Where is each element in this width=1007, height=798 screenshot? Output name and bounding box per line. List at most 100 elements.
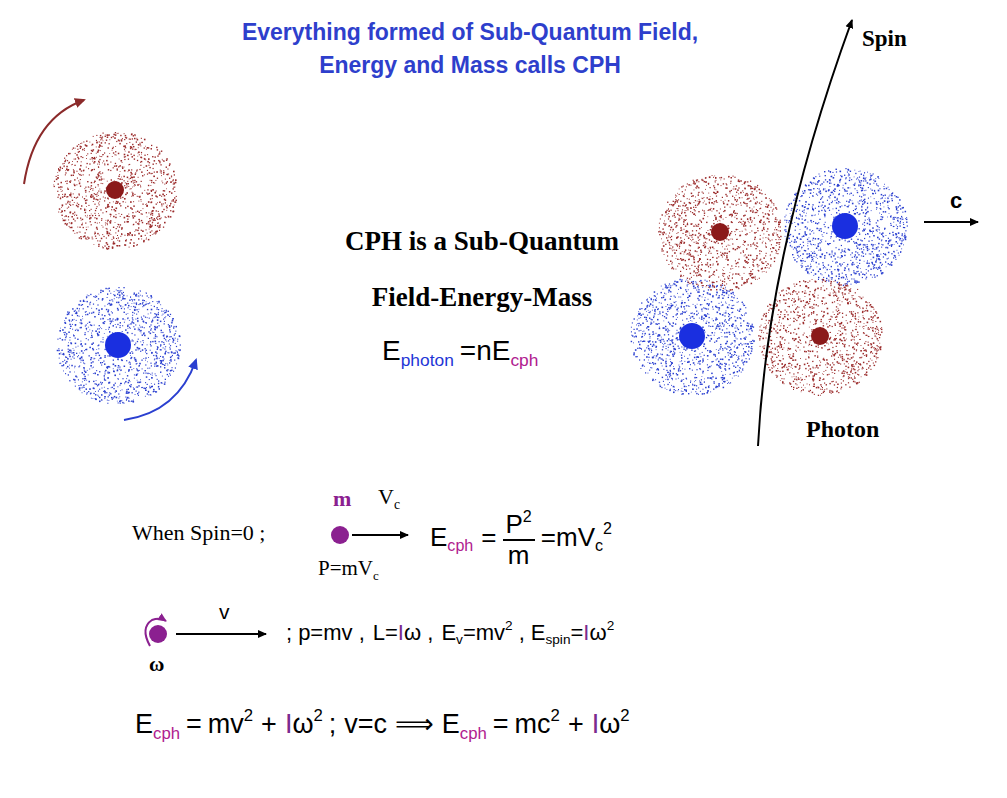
- field-dot: [80, 358, 81, 359]
- field-dot: [118, 287, 119, 288]
- field-dot: [94, 234, 95, 235]
- field-dot: [138, 224, 139, 225]
- field-dot: [128, 389, 129, 390]
- field-dot: [75, 310, 76, 311]
- field-dot: [138, 144, 139, 145]
- field-dot: [70, 194, 72, 196]
- field-dot: [150, 232, 151, 233]
- field-dot: [131, 154, 132, 155]
- field-dot: [96, 142, 98, 144]
- field-dot: [161, 361, 162, 362]
- field-dot: [93, 398, 94, 399]
- field-dot: [80, 327, 81, 328]
- field-dot: [113, 236, 114, 237]
- field-dot: [160, 366, 161, 367]
- field-dot: [143, 342, 144, 343]
- field-dot: [97, 223, 98, 224]
- field-dot: [162, 211, 164, 213]
- field-dot: [163, 360, 164, 361]
- field-dot: [108, 319, 109, 320]
- field-dot: [170, 348, 171, 349]
- field-dot: [164, 190, 165, 191]
- field-dot: [91, 145, 92, 146]
- field-dot: [120, 403, 121, 404]
- field-dot: [107, 230, 108, 231]
- field-dot: [102, 179, 103, 180]
- field-dot: [132, 333, 133, 334]
- field-dot: [175, 352, 176, 353]
- field-dot: [84, 380, 85, 381]
- field-dot: [74, 233, 75, 234]
- field-dot: [137, 156, 138, 157]
- field-dot: [92, 238, 93, 239]
- field-dot: [157, 202, 158, 203]
- field-dot: [100, 137, 101, 138]
- field-dot: [83, 227, 84, 228]
- field-dot: [149, 172, 151, 174]
- field-dot: [169, 336, 170, 337]
- field-dot: [74, 159, 75, 160]
- field-dot: [160, 372, 161, 373]
- field-dot: [94, 204, 95, 205]
- field-dot: [147, 189, 148, 190]
- field-dot: [69, 312, 70, 313]
- field-dot: [64, 163, 65, 164]
- field-dot: [163, 227, 164, 228]
- field-dot: [121, 229, 122, 230]
- field-dot: [75, 330, 76, 331]
- field-dot: [119, 178, 121, 180]
- field-dot: [69, 368, 70, 369]
- field-dot: [148, 314, 149, 315]
- field-dot: [133, 242, 134, 243]
- field-dot: [131, 384, 132, 385]
- field-dot: [103, 337, 104, 338]
- field-dot: [66, 224, 68, 226]
- field-dot: [128, 169, 130, 171]
- field-dot: [107, 304, 108, 305]
- field-dot: [66, 361, 68, 363]
- field-dot: [129, 142, 130, 143]
- field-dot: [77, 149, 78, 150]
- field-dot: [128, 216, 129, 217]
- field-dot: [118, 153, 120, 155]
- field-dot: [91, 153, 92, 154]
- field-dot: [101, 191, 102, 192]
- field-dot: [134, 194, 135, 195]
- field-dot: [81, 238, 82, 239]
- field-dot: [146, 205, 148, 207]
- field-dot: [139, 212, 140, 213]
- field-dot: [96, 227, 97, 228]
- field-dot: [73, 335, 75, 337]
- field-dot: [127, 206, 128, 207]
- field-dot: [131, 208, 133, 210]
- field-dot: [146, 239, 147, 240]
- field-dot: [151, 213, 152, 214]
- field-dot: [128, 151, 130, 153]
- field-dot: [142, 368, 143, 369]
- field-dot: [134, 158, 135, 159]
- field-dot: [95, 222, 96, 223]
- field-dot: [99, 141, 100, 142]
- field-dot: [115, 392, 116, 393]
- field-dot: [85, 371, 87, 373]
- field-dot: [85, 223, 86, 224]
- field-dot: [98, 172, 99, 173]
- field-dot: [96, 380, 97, 381]
- field-dot: [167, 374, 168, 375]
- field-dot: [104, 190, 106, 192]
- field-dot: [152, 319, 153, 320]
- field-dot: [118, 237, 119, 238]
- field-dot: [128, 380, 130, 382]
- field-dot: [112, 156, 113, 157]
- field-dot: [156, 204, 157, 205]
- field-dot: [77, 157, 78, 158]
- field-dot: [83, 385, 84, 386]
- field-dot: [92, 237, 93, 238]
- field-dot: [76, 205, 78, 207]
- field-dot: [84, 301, 85, 302]
- field-dot: [153, 389, 155, 391]
- field-dot: [99, 328, 100, 329]
- field-dot: [91, 362, 92, 363]
- field-dot: [135, 349, 136, 350]
- field-dot: [152, 198, 153, 199]
